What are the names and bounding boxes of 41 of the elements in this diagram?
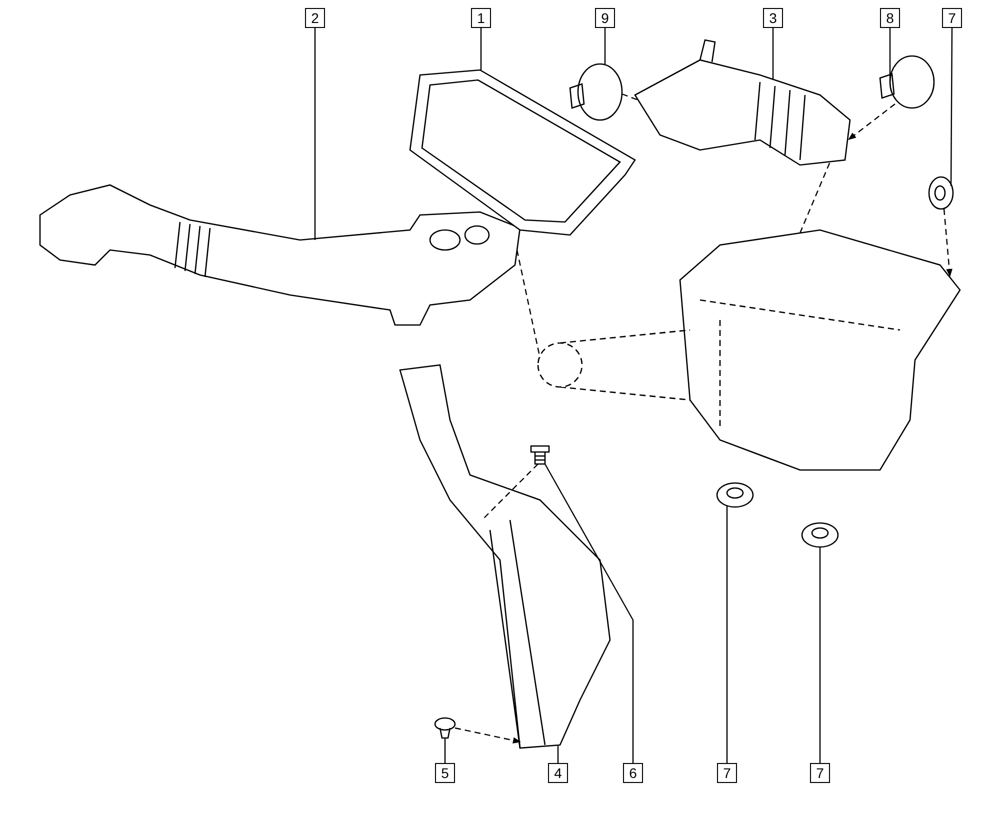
air-duct-drawing xyxy=(39,184,521,326)
air-box-drawing xyxy=(537,229,961,471)
dashed-line xyxy=(516,250,541,358)
leader-line xyxy=(772,28,774,79)
callout-number: 6 xyxy=(623,763,643,783)
leader-line xyxy=(604,28,606,64)
dashed-line xyxy=(622,93,638,101)
assembly-arrow xyxy=(454,727,522,744)
callout-number: 8 xyxy=(880,8,900,28)
grommet-drawing xyxy=(716,482,754,508)
leader-line xyxy=(314,28,316,240)
resonator-drawing xyxy=(399,364,611,749)
intake-hose-drawing xyxy=(634,39,851,166)
leader-line xyxy=(726,506,728,763)
callout-number: 2 xyxy=(305,8,325,28)
leader-line xyxy=(950,28,953,186)
callout-number: 9 xyxy=(595,8,615,28)
callout-number: 1 xyxy=(471,8,491,28)
leader-line xyxy=(557,746,559,763)
filter-element-drawing xyxy=(409,69,636,236)
callout-number: 5 xyxy=(435,763,455,783)
hose-clamp-drawing xyxy=(569,63,623,121)
grommet-drawing xyxy=(928,176,954,210)
push-clip-drawing xyxy=(434,717,456,739)
leader-line xyxy=(444,738,446,763)
leader-line xyxy=(544,464,634,763)
grommet-drawing xyxy=(801,522,839,548)
dashed-line xyxy=(799,162,831,234)
callout-number: 7 xyxy=(942,8,962,28)
hose-clamp-drawing xyxy=(879,55,935,109)
callout-number: 4 xyxy=(548,763,568,783)
callout-number: 3 xyxy=(763,8,783,28)
callout-number: 7 xyxy=(717,763,737,783)
assembly-arrow xyxy=(848,104,896,140)
dashed-line xyxy=(482,464,538,520)
leader-line xyxy=(889,28,891,82)
assembly-arrow xyxy=(943,208,952,278)
leader-line xyxy=(819,547,821,763)
callout-number: 7 xyxy=(810,763,830,783)
leader-line xyxy=(480,28,482,70)
screw-drawing xyxy=(530,445,550,465)
